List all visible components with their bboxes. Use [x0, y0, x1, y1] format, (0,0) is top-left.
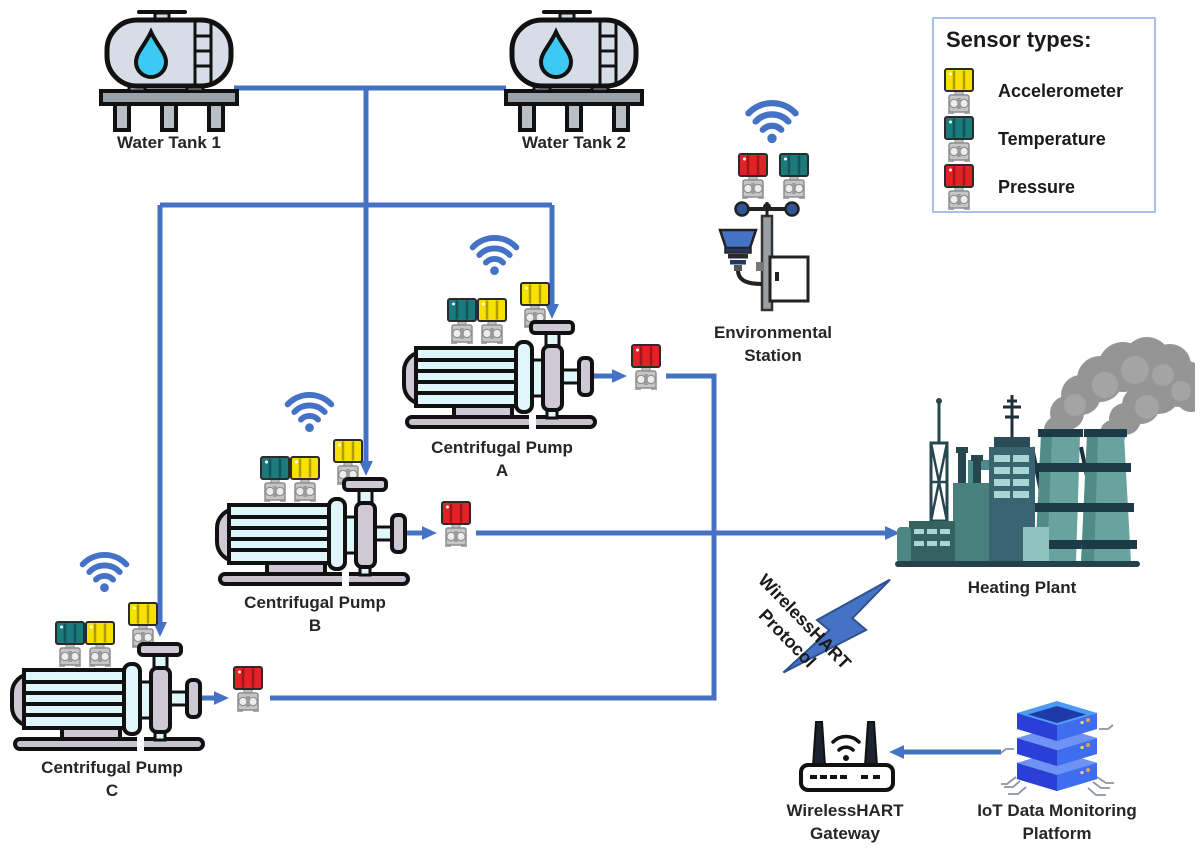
- heating-plant-label: Heating Plant: [967, 578, 1077, 597]
- gateway-label: WirelessHART Gateway: [786, 801, 904, 843]
- wireless-gateway-icon: [797, 708, 897, 793]
- pump-b-label: Centrifugal Pump B: [244, 593, 386, 635]
- centrifugal-pump-icon: [215, 477, 415, 587]
- temperature-sensor-icon: [777, 152, 811, 200]
- pressure-sensor-icon: [629, 343, 663, 391]
- legend-item-label: Pressure: [998, 176, 1076, 197]
- centrifugal-pump-icon: [402, 320, 602, 430]
- iot-platform-label: IoT Data Monitoring Platform: [977, 801, 1137, 843]
- centrifugal-pump-icon: [10, 642, 210, 752]
- server-stack-icon: [1000, 697, 1115, 799]
- legend-item-temperature: Temperature: [942, 115, 1106, 163]
- pressure-sensor-icon: [942, 163, 976, 211]
- legend-item-accelerometer: Accelerometer: [942, 67, 1123, 115]
- legend-item-label: Temperature: [998, 128, 1106, 149]
- wifi-icon: [281, 391, 338, 433]
- environmental-station-icon: [714, 200, 819, 314]
- sensor-types-legend: Sensor types: Accelerometer Temperature …: [932, 17, 1156, 213]
- temperature-sensor-icon: [942, 115, 976, 163]
- environmental-station-label: Environmental Station: [713, 323, 833, 365]
- heating-plant-icon: [895, 335, 1195, 575]
- accelerometer-sensor-icon: [942, 67, 976, 115]
- legend-item-pressure: Pressure: [942, 163, 1075, 211]
- pressure-sensor-icon: [736, 152, 770, 200]
- wifi-icon: [741, 99, 803, 144]
- pressure-sensor-icon: [231, 665, 265, 713]
- legend-item-label: Accelerometer: [998, 80, 1124, 101]
- wifi-icon: [466, 234, 523, 276]
- pipe-sensor-a-link: [270, 373, 717, 701]
- water-tank-2-label: Water Tank 2: [522, 133, 626, 152]
- water-tank-icon: [504, 8, 644, 132]
- pressure-sensor-icon: [439, 500, 473, 548]
- water-tank-1-label: Water Tank 1: [117, 133, 221, 152]
- water-tank-icon: [99, 8, 239, 132]
- pump-c-label: Centrifugal Pump C: [41, 758, 183, 800]
- wifi-icon: [76, 551, 133, 593]
- pump-a-label: Centrifugal Pump A: [431, 438, 573, 480]
- legend-title: Sensor types:: [946, 27, 1092, 52]
